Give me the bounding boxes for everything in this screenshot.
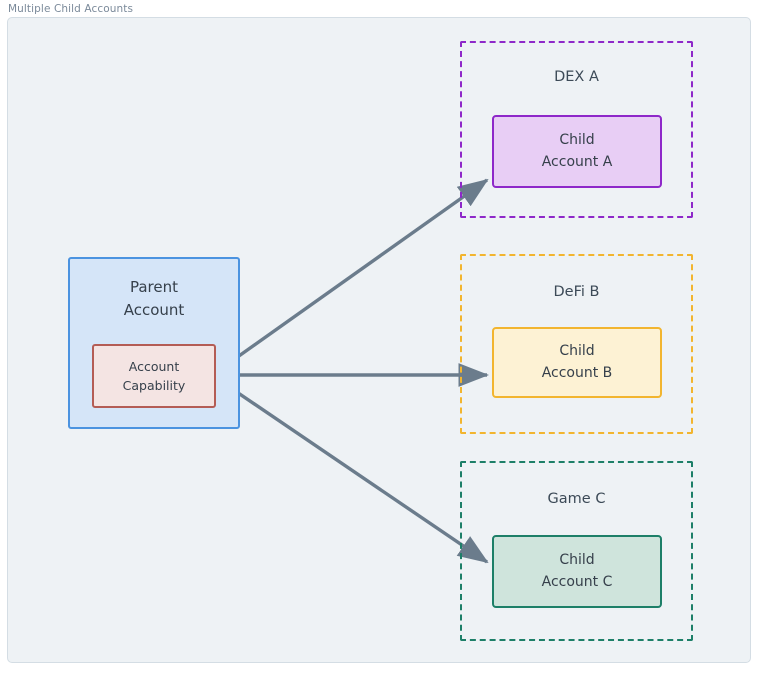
node-account-capability-line1: Account: [128, 359, 180, 374]
node-parent-account-line2: Account: [123, 300, 185, 319]
cluster-game-c[interactable]: Game C: [460, 461, 693, 641]
node-child-account-b[interactable]: Child Account B: [492, 327, 662, 398]
node-account-capability[interactable]: Account Capability: [92, 344, 216, 408]
node-child-account-c[interactable]: Child Account C: [492, 535, 662, 608]
node-child-account-a-line2: Account A: [541, 153, 613, 170]
cluster-label-defi-b: DeFi B: [553, 284, 600, 300]
node-parent-account-line1: Parent: [129, 278, 179, 296]
node-child-account-b-line2: Account B: [541, 364, 613, 381]
cluster-dex-a[interactable]: DEX A: [460, 41, 693, 218]
node-child-account-a[interactable]: Child Account A: [492, 115, 662, 188]
node-child-account-c-line2: Account C: [541, 573, 613, 590]
node-child-account-c-line1: Child: [559, 552, 595, 569]
node-account-capability-line2: Capability: [122, 378, 186, 393]
cluster-label-dex-a: DEX A: [554, 69, 599, 85]
cluster-label-game-c: Game C: [547, 491, 606, 507]
cluster-defi-b[interactable]: DeFi B: [460, 254, 693, 434]
node-child-account-a-line1: Child: [559, 132, 595, 149]
node-child-account-b-line1: Child: [559, 343, 595, 360]
frame-title: Multiple Child Accounts: [8, 3, 134, 15]
